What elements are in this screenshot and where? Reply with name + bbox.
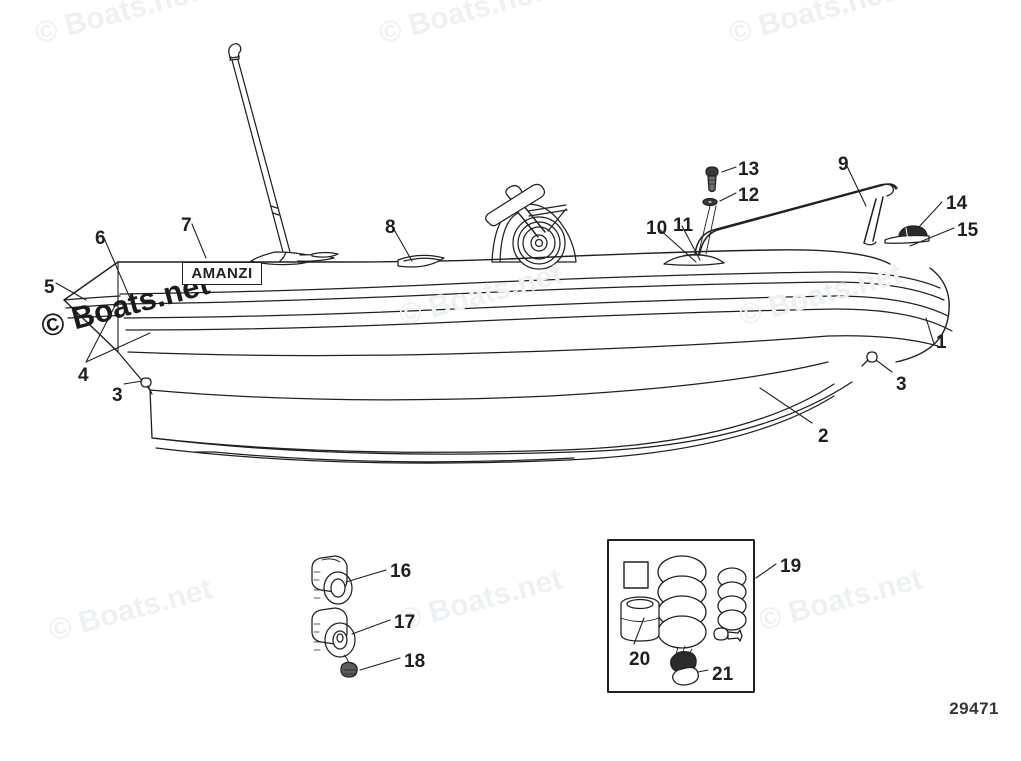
valve-plug-detail — [340, 661, 358, 678]
callout-14[interactable]: 14 — [946, 193, 968, 214]
console-steering — [485, 183, 577, 270]
callout-16[interactable]: 16 — [390, 561, 412, 582]
callout-18[interactable]: 18 — [404, 651, 426, 672]
transom-fitting — [884, 225, 930, 244]
steering-wheel — [512, 216, 566, 270]
kit-valve-tool — [713, 627, 743, 642]
callout-17[interactable]: 17 — [394, 612, 416, 633]
valve-assembly-detail — [311, 607, 356, 668]
callout-1[interactable]: 1 — [936, 332, 947, 353]
hull-keel — [149, 361, 853, 464]
callout-15[interactable]: 15 — [957, 220, 979, 241]
callout-19[interactable]: 19 — [780, 556, 802, 577]
callout-10[interactable]: 10 — [646, 218, 668, 239]
callout-12[interactable]: 12 — [738, 185, 760, 206]
diagram-number: 29471 — [949, 699, 999, 718]
repair-kit-box — [607, 539, 755, 693]
callout-4[interactable]: 4 — [78, 365, 89, 386]
callout-3-bow[interactable]: 3 — [112, 385, 123, 406]
grab-rail — [694, 183, 898, 259]
bow-d-ring — [140, 377, 153, 395]
hull-name-decal: AMANZI — [182, 262, 262, 285]
adhesive-can — [620, 596, 660, 642]
callout-9[interactable]: 9 — [838, 154, 849, 175]
leader-lines — [55, 163, 955, 673]
callout-7[interactable]: 7 — [181, 215, 192, 236]
fastener-screw — [705, 166, 719, 193]
fastener-washer — [702, 197, 718, 207]
callout-20[interactable]: 20 — [629, 649, 651, 670]
callout-8[interactable]: 8 — [385, 217, 396, 238]
callout-13[interactable]: 13 — [738, 159, 760, 180]
valve-cap-detail — [311, 555, 353, 605]
hull-tube — [63, 249, 953, 391]
callout-21[interactable]: 21 — [712, 664, 734, 685]
stern-d-ring — [861, 351, 878, 367]
callout-2[interactable]: 2 — [818, 426, 829, 447]
grab-handle — [397, 254, 445, 268]
callout-3-stern[interactable]: 3 — [896, 374, 907, 395]
callout-5[interactable]: 5 — [44, 277, 55, 298]
callout-11[interactable]: 11 — [673, 215, 694, 236]
bow-deck-fitting — [311, 251, 339, 258]
valve-wrench — [670, 645, 699, 686]
callout-6[interactable]: 6 — [95, 228, 106, 249]
antenna-mast — [228, 43, 335, 266]
